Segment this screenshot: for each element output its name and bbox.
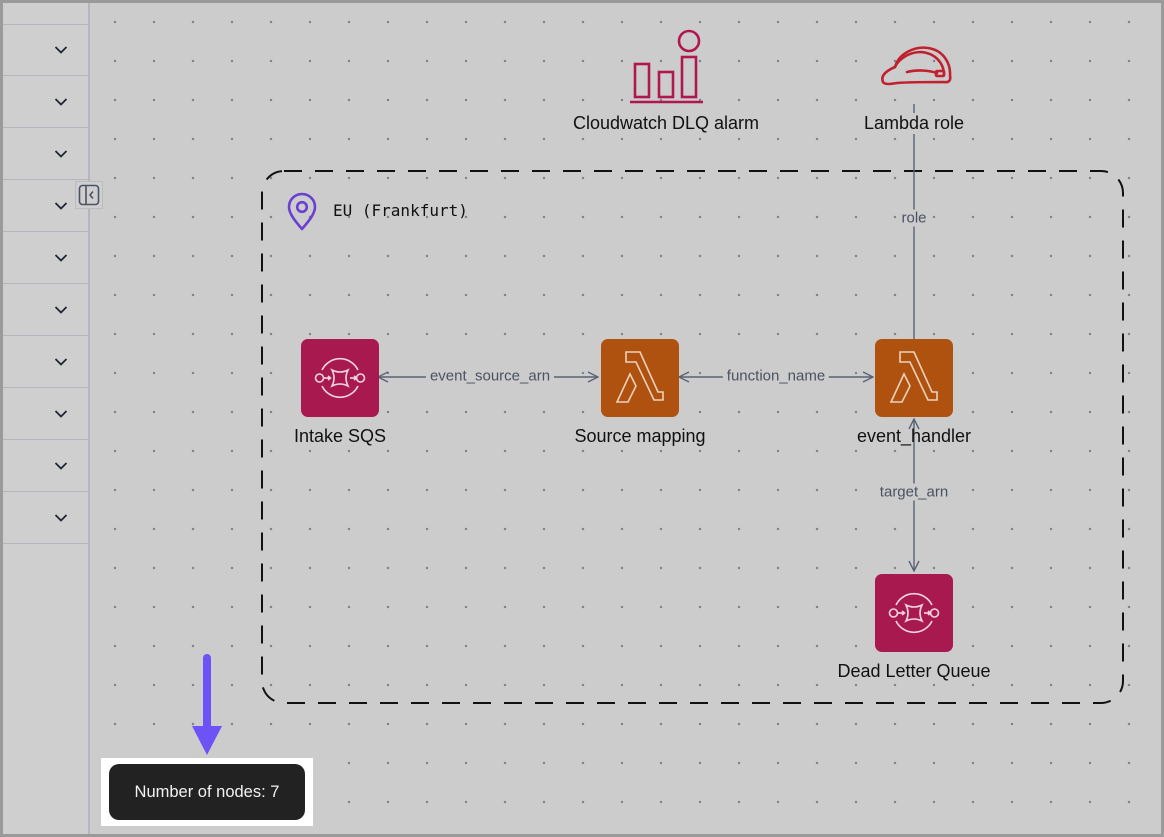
sidebar-row[interactable] (3, 232, 88, 284)
diagram-canvas[interactable]: event_source_arn function_name role targ… (3, 3, 1161, 834)
chevron-down-icon[interactable] (53, 198, 69, 214)
chevron-down-icon[interactable] (53, 354, 69, 370)
sidebar-row[interactable] (3, 128, 88, 180)
sidebar-row[interactable] (3, 440, 88, 492)
node-label-dead-letter-queue: Dead Letter Queue (837, 661, 991, 681)
sidebar-row[interactable] (3, 24, 88, 76)
sidebar-row[interactable] (3, 180, 88, 232)
chevron-down-icon[interactable] (53, 250, 69, 266)
node-label-cloudwatch-dlq-alarm: Cloudwatch DLQ alarm (572, 113, 760, 133)
chevron-down-icon[interactable] (53, 302, 69, 318)
pointer-arrow (192, 654, 222, 755)
node-label-event-handler: event_handler (856, 426, 972, 446)
sqs-queue-icon (888, 592, 940, 634)
sidebar-row[interactable] (3, 388, 88, 440)
chevron-down-icon[interactable] (53, 94, 69, 110)
node-event-handler[interactable] (875, 339, 953, 417)
node-dead-letter-queue[interactable] (875, 574, 953, 652)
chevron-down-icon[interactable] (53, 146, 69, 162)
sidebar-row[interactable] (3, 336, 88, 388)
chevron-down-icon[interactable] (53, 406, 69, 422)
edge-label-function-name: function_name (722, 367, 830, 385)
sidebar-row[interactable] (3, 492, 88, 544)
location-pin-icon (287, 192, 317, 231)
sidebar-row-partial (3, 3, 88, 25)
node-label-lambda-role: Lambda role (861, 113, 967, 134)
node-intake-sqs[interactable] (301, 339, 379, 417)
iam-role-helmet-icon[interactable] (881, 46, 952, 86)
sidebar-collapse-icon (78, 184, 100, 206)
chevron-down-icon[interactable] (53, 458, 69, 474)
edge-label-target-arn: target_arn (875, 483, 953, 501)
lambda-icon (615, 351, 664, 403)
chevron-down-icon[interactable] (53, 510, 69, 526)
node-count-badge: Number of nodes: 7 (109, 764, 305, 820)
sidebar-row[interactable] (3, 76, 88, 128)
node-count-panel: Number of nodes: 7 (101, 758, 313, 826)
node-label-intake-sqs: Intake SQS (293, 426, 387, 446)
edge-label-role: role (897, 209, 931, 227)
region-label: EU (Frankfurt) (333, 201, 468, 220)
node-source-mapping[interactable] (601, 339, 679, 417)
lambda-icon (889, 351, 938, 403)
region-boundary (261, 170, 1124, 704)
edge-label-event-source-arn: event_source_arn (425, 367, 555, 385)
sqs-queue-icon (314, 357, 366, 399)
collapse-sidebar-button[interactable] (75, 181, 103, 209)
sidebar-row[interactable] (3, 284, 88, 336)
node-label-source-mapping: Source mapping (574, 426, 706, 446)
chevron-down-icon[interactable] (53, 42, 69, 58)
cloudwatch-alarm-icon[interactable] (630, 29, 703, 104)
sidebar (3, 3, 90, 834)
